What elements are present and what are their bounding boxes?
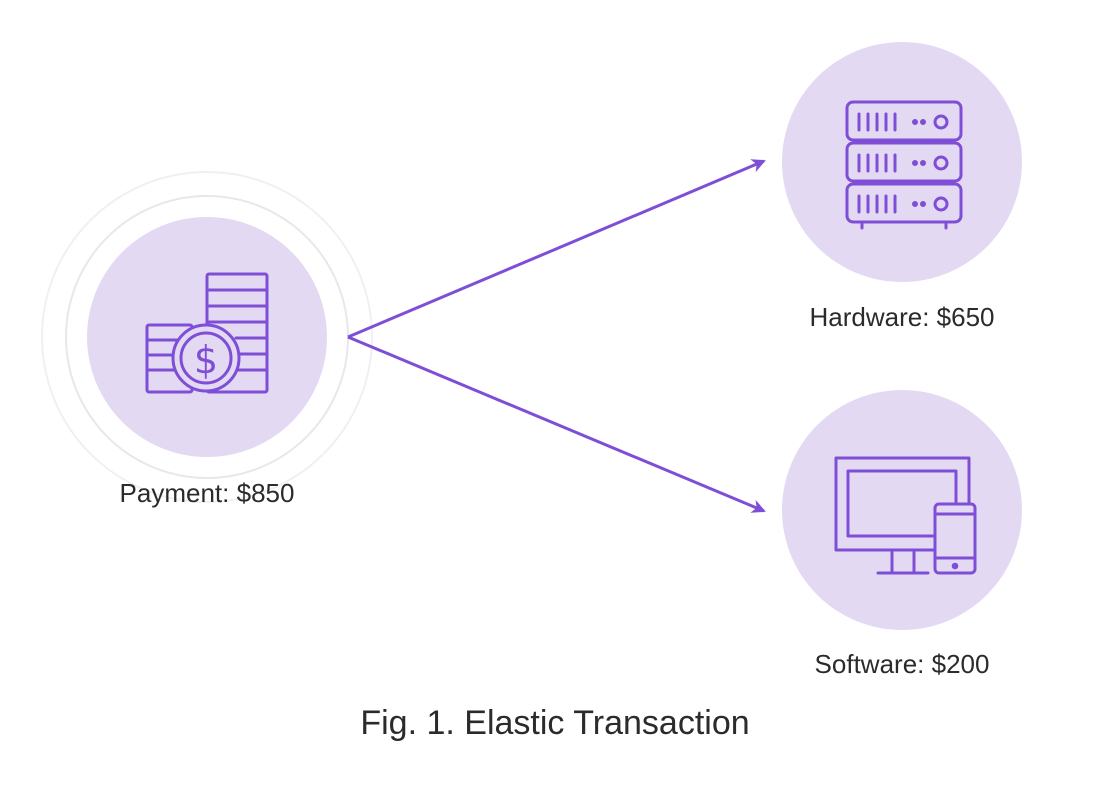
hardware-circle <box>782 42 1022 282</box>
payment-node: $ <box>41 171 373 503</box>
figure-caption: Fig. 1. Elastic Transaction <box>360 704 750 742</box>
payment-label: Payment: $850 <box>119 478 295 508</box>
server-rack-icon <box>845 100 963 230</box>
software-node <box>782 390 1022 630</box>
money-stack-icon: $ <box>145 272 269 394</box>
hardware-label: Hardware: $650 <box>809 302 995 332</box>
desktop-and-phone-icon <box>834 456 977 575</box>
software-circle <box>782 390 1022 630</box>
hardware-node <box>782 42 1022 282</box>
payment-outer-ring <box>41 171 373 503</box>
svg-text:$: $ <box>194 338 218 382</box>
software-label: Software: $200 <box>814 649 990 679</box>
arrow-to-software <box>347 335 766 513</box>
arrow-to-hardware <box>347 159 766 339</box>
